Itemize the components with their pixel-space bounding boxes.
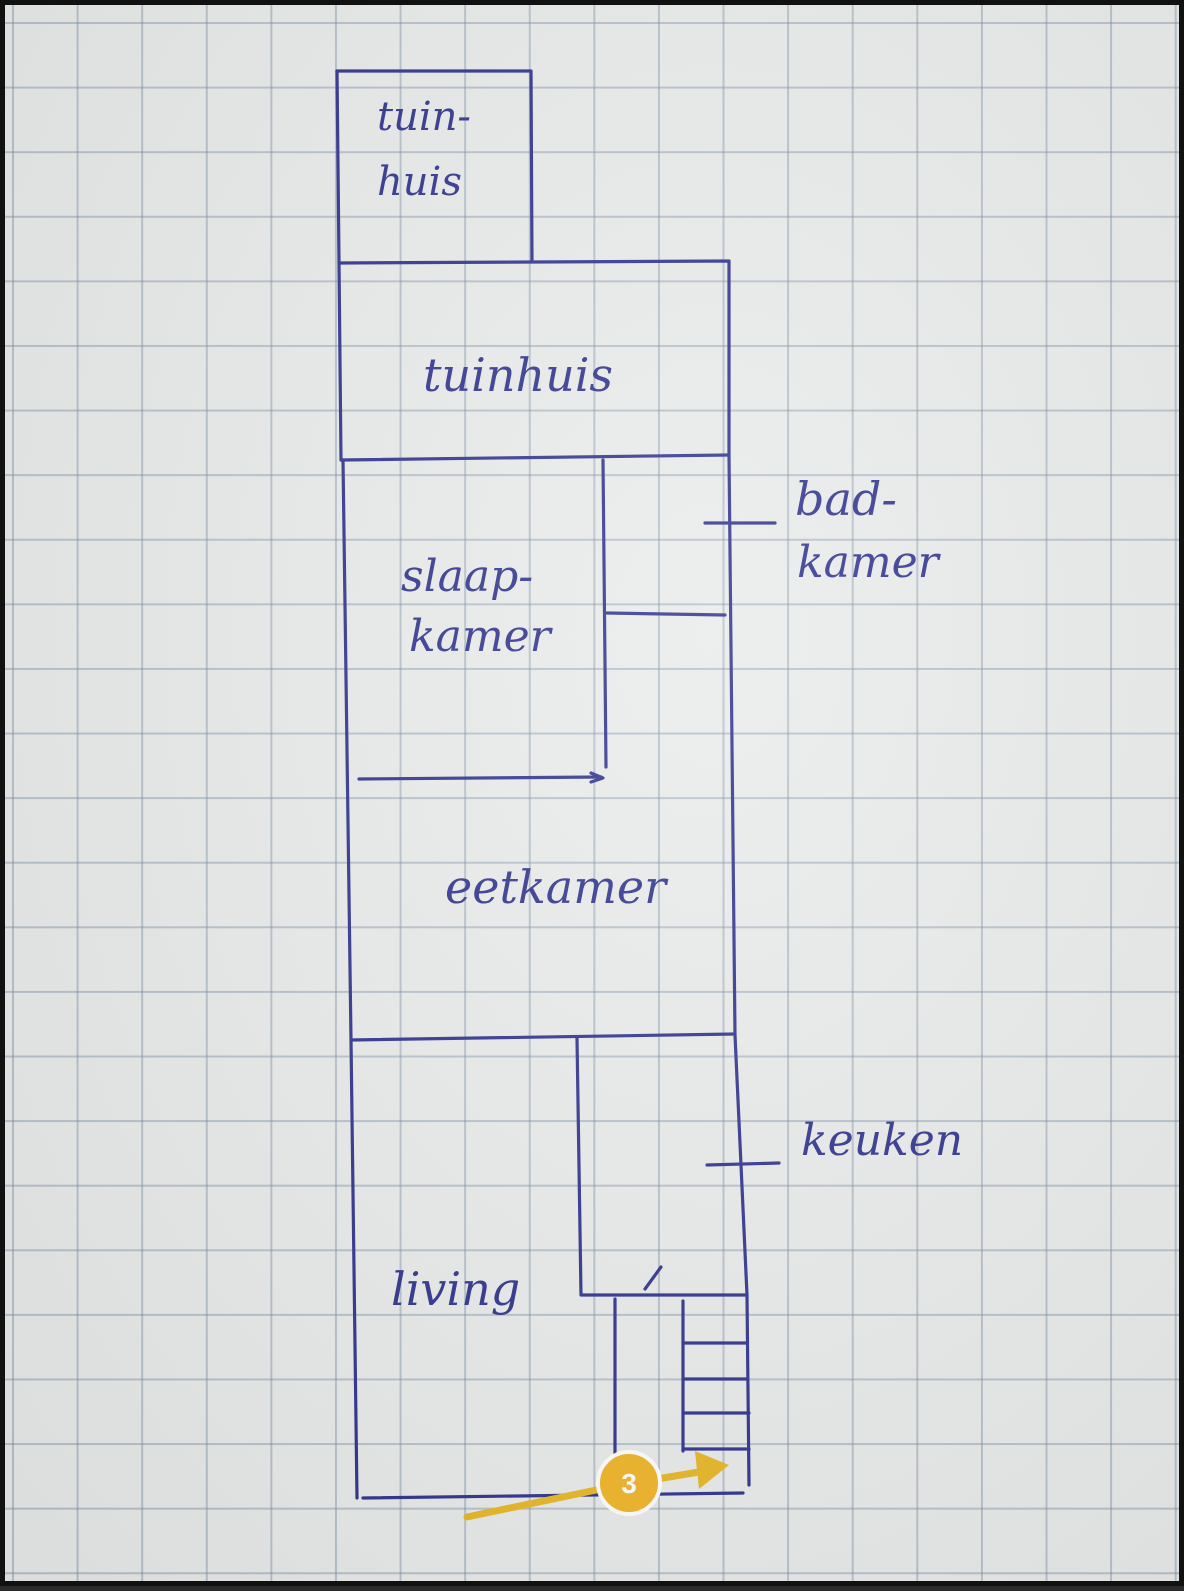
number-badge-text: 3	[621, 1468, 637, 1499]
entrance-annotation: 3	[463, 1450, 729, 1521]
label-slaapkamer-2: kamer	[409, 611, 554, 662]
label-eetkamer: eetkamer	[445, 860, 669, 914]
bedroom-bottom-wall	[357, 775, 603, 781]
small-tuinhuis-room	[335, 69, 534, 264]
outer-wall-right	[727, 453, 751, 1487]
label-living: living	[391, 1262, 520, 1316]
label-tuinhuis-large: tuinhuis	[423, 348, 613, 402]
label-keuken: keuken	[801, 1115, 963, 1166]
floor-plan-sketch: tuin- huis tuinhuis slaap- kamer bad- ka…	[335, 69, 963, 1521]
label-slaapkamer-1: slaap-	[401, 551, 533, 602]
bathroom-bottom-wall	[605, 611, 727, 617]
label-tuinhuis-small-1: tuin-	[377, 94, 471, 140]
number-badge	[596, 1450, 662, 1516]
kitchen-door-mark	[643, 1265, 663, 1291]
bedroom-wall-end	[589, 771, 605, 784]
large-tuinhuis-room	[337, 259, 731, 462]
arrow-head-icon	[695, 1451, 729, 1489]
bedroom-right-wall	[601, 458, 608, 769]
eetkamer-bottom-wall	[349, 1032, 737, 1042]
label-badkamer-1: bad-	[795, 472, 897, 526]
staircase	[681, 1299, 751, 1453]
arrow-shaft	[653, 1467, 709, 1483]
arrow-tail	[463, 1485, 605, 1521]
label-tuinhuis-small-2: huis	[377, 159, 462, 205]
keuken-pointer	[705, 1161, 781, 1167]
label-badkamer-2: kamer	[797, 537, 942, 588]
outer-wall-left	[341, 458, 359, 1500]
kitchen-walls	[575, 1036, 749, 1297]
